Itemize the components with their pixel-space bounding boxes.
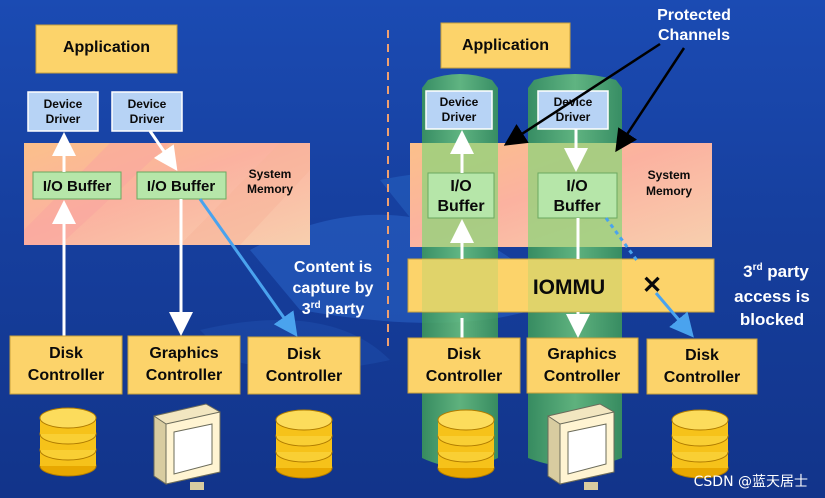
right-io-buffer-2: I/O Buffer	[537, 172, 618, 219]
left-device-driver-1-line2: Driver	[46, 112, 81, 126]
left-io-buffer-2-label: I/O Buffer	[147, 178, 215, 195]
right-device-driver-2: Device Driver	[537, 90, 609, 130]
right-io-buffer-2-line2: Buffer	[553, 198, 600, 215]
left-arrow-third-party-capture	[198, 198, 298, 337]
left-disk-stack-2-icon	[275, 409, 333, 479]
left-note: Content is capture by 3rd party	[293, 259, 374, 318]
right-application-label: Application	[462, 37, 549, 54]
left-system-memory-line2: Memory	[247, 182, 293, 196]
right-graphics-controller-line1: Graphics	[547, 346, 616, 363]
left-io-buffer-1: I/O Buffer	[32, 171, 122, 200]
left-graphics-controller: Graphics Controller	[127, 335, 241, 395]
left-disk-controller-1: Disk Controller	[9, 335, 123, 395]
left-graphics-controller-line2: Controller	[146, 367, 222, 384]
right-graphics-controller-line2: Controller	[544, 368, 620, 385]
right-blocked-path	[604, 217, 694, 338]
left-system-memory-line1: System	[249, 167, 292, 181]
right-io-buffer-1: I/O Buffer	[427, 172, 495, 219]
left-note-line1: Content is	[294, 259, 372, 276]
right-disk-stack-2-icon	[671, 409, 729, 479]
left-device-driver-2-line2: Driver	[130, 112, 165, 126]
left-disk-controller-2-line1: Disk	[287, 346, 321, 363]
right-disk-stack-1-icon	[437, 409, 495, 479]
left-disk-controller-2: Disk Controller	[247, 336, 361, 395]
left-io-buffer-2: I/O Buffer	[136, 171, 227, 200]
protected-channels-line2: Channels	[658, 27, 730, 44]
right-device-driver-1: Device Driver	[425, 90, 493, 130]
iommu-box: IOMMU ✕	[407, 258, 715, 313]
protected-channels-line1: Protected	[657, 7, 731, 24]
right-io-buffer-1-line2: Buffer	[437, 198, 484, 215]
left-application-label: Application	[63, 39, 150, 56]
right-application-box: Application	[440, 22, 571, 69]
left-arrow-driver-to-buffer	[148, 130, 178, 171]
left-disk-stack-1-icon	[39, 407, 97, 477]
left-note-line2: capture by	[293, 280, 374, 297]
left-device-driver-2-line1: Device	[128, 97, 167, 111]
right-system-memory-line1: System	[648, 168, 691, 182]
right-device-driver-1-line1: Device	[440, 95, 479, 109]
left-arrows	[52, 130, 193, 336]
right-io-buffer-1-line1: I/O	[450, 178, 471, 195]
left-device-driver-1: Device Driver	[27, 91, 99, 132]
right-disk-controller-1-line1: Disk	[447, 346, 481, 363]
left-device-driver-1-line1: Device	[44, 97, 83, 111]
left-monitor-icon	[153, 403, 221, 490]
left-diagram: Application Device Driver Device Driver …	[9, 24, 374, 490]
left-disk-controller-2-line2: Controller	[266, 368, 342, 385]
left-io-buffer-1-label: I/O Buffer	[43, 178, 111, 195]
right-note: 3rd party access is blocked	[734, 262, 810, 329]
left-graphics-controller-line1: Graphics	[149, 345, 218, 362]
watermark-text: CSDN @蓝天居士	[694, 474, 808, 490]
right-io-buffer-2-line1: I/O	[566, 178, 587, 195]
right-disk-controller-2: Disk Controller	[646, 338, 758, 395]
right-device-driver-1-line2: Driver	[442, 110, 477, 124]
left-application-box: Application	[35, 24, 178, 74]
right-note-line1: 3rd party	[743, 262, 809, 281]
left-disk-controller-1-line1: Disk	[49, 345, 83, 362]
protected-channels-callout: Protected Channels	[503, 7, 731, 153]
left-device-driver-2: Device Driver	[111, 91, 183, 132]
right-arrows	[450, 129, 590, 338]
right-note-line2: access is	[734, 287, 810, 306]
left-note-line3: 3rd party	[302, 300, 365, 318]
right-graphics-controller: Graphics Controller	[526, 337, 639, 394]
right-disk-controller-1-line2: Controller	[426, 368, 502, 385]
left-disk-controller-1-line2: Controller	[28, 367, 104, 384]
right-disk-controller-1: Disk Controller	[407, 337, 521, 394]
right-monitor-icon	[547, 403, 615, 490]
iommu-label: IOMMU	[533, 276, 605, 299]
right-device-driver-2-line2: Driver	[556, 110, 591, 124]
right-note-line3: blocked	[740, 310, 804, 329]
right-diagram: Application System Memory Device Driver …	[407, 7, 810, 490]
right-disk-controller-2-line1: Disk	[685, 347, 719, 364]
right-system-memory-line2: Memory	[646, 184, 692, 198]
right-disk-controller-2-line2: Controller	[664, 369, 740, 386]
